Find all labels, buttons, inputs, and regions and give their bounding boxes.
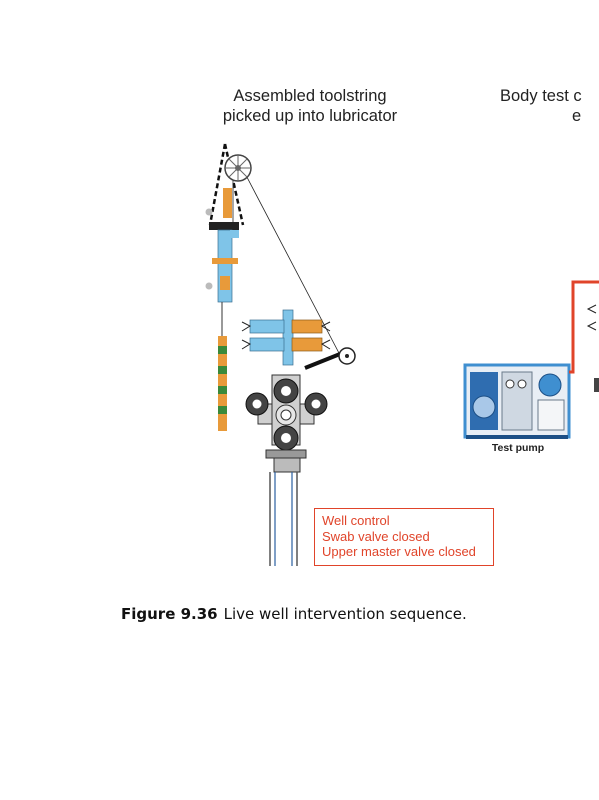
well-control-annotation: Well control Swab valve closed Upper mas… xyxy=(314,508,494,566)
well-casing xyxy=(269,472,298,566)
swab-valve-status: Swab valve closed xyxy=(322,528,430,544)
lubricator xyxy=(205,188,239,303)
test-pump-unit xyxy=(463,363,571,439)
sheave-wheel xyxy=(224,154,252,182)
right-panel-heading: Body test c e xyxy=(500,86,599,126)
figure: Assembled toolstring picked up into lubr… xyxy=(205,86,599,566)
figure-number: Figure 9.36 xyxy=(121,605,218,623)
figure-caption-text: Live well intervention sequence. xyxy=(223,605,467,623)
christmas-tree xyxy=(245,374,328,473)
test-pump-label: Test pump xyxy=(491,442,545,454)
bop-stack xyxy=(241,309,331,366)
figure-caption: Figure 9.36 Live well intervention sequen… xyxy=(121,605,467,623)
well-control-title: Well control xyxy=(322,513,390,528)
left-heading-line-1: Assembled toolstring xyxy=(233,87,387,105)
test-line xyxy=(569,280,599,392)
left-panel-heading: Assembled toolstring picked up into lubr… xyxy=(205,86,415,126)
diagram-artwork xyxy=(205,143,599,566)
upper-master-valve-status: Upper master valve closed xyxy=(322,544,476,559)
right-heading-line-1: Body test c xyxy=(500,87,582,105)
toolstring xyxy=(218,302,227,431)
right-heading-line-2: e xyxy=(572,107,582,125)
left-heading-line-2: picked up into lubricator xyxy=(222,107,398,125)
pump-in-connection xyxy=(304,347,356,370)
